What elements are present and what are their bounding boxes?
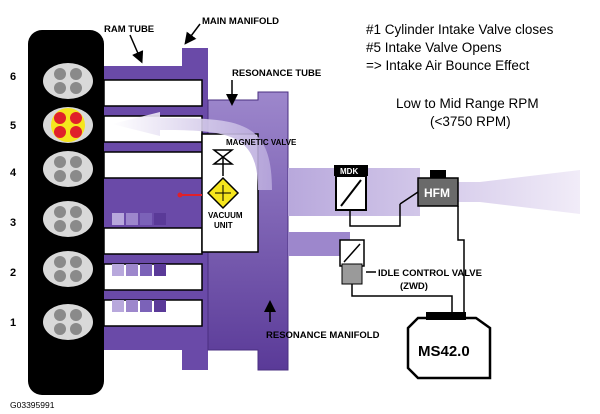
- cylinder-1: [43, 304, 93, 340]
- cylinder-5: [43, 107, 93, 143]
- cylinder-2: [43, 251, 93, 287]
- callout-lines: [129, 23, 376, 322]
- main-manifold: [103, 48, 208, 370]
- idle-control-valve: [339, 239, 365, 285]
- note-line-3: => Intake Air Bounce Effect: [366, 58, 530, 73]
- mdk-label: MDK: [340, 167, 358, 176]
- cylinder-number-6: 6: [10, 71, 16, 83]
- cylinder-number-5: 5: [10, 120, 16, 132]
- resonance-manifold-label: RESONANCE MANIFOLD: [266, 330, 380, 341]
- hfm-sensor: [417, 170, 459, 207]
- rpm-note-line-1: Low to Mid Range RPM: [396, 96, 539, 111]
- cylinder-4: [43, 151, 93, 187]
- note-line-2: #5 Intake Valve Opens: [366, 40, 502, 55]
- pressure-wave-squares: [112, 213, 166, 312]
- ram-tube-label: RAM TUBE: [104, 24, 154, 35]
- resonance-tube-label: RESONANCE TUBE: [232, 68, 321, 79]
- mdk-throttle: [334, 165, 368, 211]
- vacuum-unit-label-2: UNIT: [214, 221, 233, 230]
- cylinder-number-4: 4: [10, 167, 17, 179]
- vacuum-unit: [206, 176, 240, 210]
- wiring: [349, 191, 465, 322]
- hfm-label: HFM: [424, 186, 450, 200]
- zwd-label: (ZWD): [400, 281, 428, 292]
- cylinder-number-2: 2: [10, 267, 16, 279]
- rpm-note-line-2: (<3750 RPM): [430, 114, 511, 129]
- cylinder-6: [43, 63, 93, 99]
- ecu-ms42: [406, 312, 492, 380]
- air-flow-arrow: [112, 112, 272, 190]
- pressure-dot: [177, 192, 183, 198]
- idle-bypass-channel: [288, 232, 350, 256]
- note-line-1: #1 Cylinder Intake Valve closes: [366, 22, 554, 37]
- vacuum-unit-label-1: VACUUM: [208, 211, 243, 220]
- cylinder-3: [43, 201, 93, 237]
- cylinder-number-1: 1: [10, 317, 16, 329]
- figure-id: G03395991: [10, 400, 55, 410]
- magnetic-valve: [211, 149, 235, 176]
- ecu-label: MS42.0: [418, 343, 470, 360]
- magnetic-valve-label: MAGNETIC VALVE: [226, 138, 297, 147]
- idle-control-valve-label: IDLE CONTROL VALVE: [378, 268, 482, 279]
- main-manifold-label: MAIN MANIFOLD: [202, 16, 279, 27]
- cylinder-number-3: 3: [10, 217, 16, 229]
